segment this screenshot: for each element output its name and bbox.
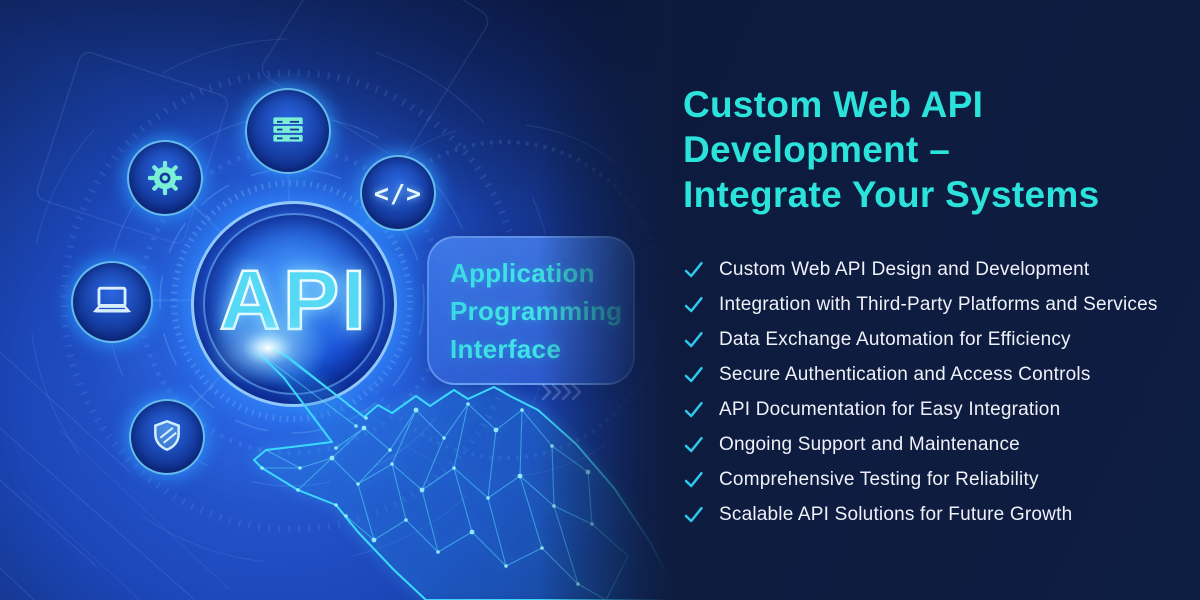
shield-node: [129, 399, 205, 475]
chevrons-icon: [541, 383, 582, 401]
list-item: Data Exchange Automation for Efficiency: [683, 322, 1183, 357]
check-icon: [684, 506, 703, 523]
heading-line: Custom Web API: [683, 84, 984, 125]
feature-list: Custom Web API Design and Development In…: [683, 252, 1183, 532]
list-item: Secure Authentication and Access Control…: [683, 357, 1183, 392]
hand-outline: [253, 345, 671, 600]
gear-node: [127, 140, 203, 216]
list-item: API Documentation for Easy Integration: [683, 392, 1183, 427]
shield-icon: [154, 419, 180, 452]
laptop-icon: [92, 286, 132, 313]
check-icon: [684, 296, 703, 313]
check-icon: [684, 366, 703, 383]
list-item: Integration with Third-Party Platforms a…: [683, 287, 1183, 322]
list-item: Custom Web API Design and Development: [683, 252, 1183, 287]
feature-label: Integration with Third-Party Platforms a…: [719, 293, 1158, 315]
code-node: </>: [360, 155, 436, 231]
check-icon: [684, 436, 703, 453]
list-item: Ongoing Support and Maintenance: [683, 427, 1183, 462]
heading-line: Integrate Your Systems: [683, 174, 1100, 215]
laptop-node: [71, 261, 153, 343]
caption-line: Application: [450, 257, 595, 288]
caption-line: Programming: [450, 295, 623, 326]
feature-label: API Documentation for Easy Integration: [719, 398, 1061, 420]
feature-label: Scalable API Solutions for Future Growth: [719, 503, 1073, 525]
wireframe-hand: [206, 308, 671, 600]
fingertip-glow: [242, 330, 294, 366]
code-slash-icon: </>: [373, 178, 423, 208]
page-title: Custom Web API Development – Integrate Y…: [683, 82, 1183, 217]
feature-label: Data Exchange Automation for Efficiency: [719, 328, 1071, 350]
gear-icon: [147, 160, 183, 196]
list-item: Scalable API Solutions for Future Growth: [683, 497, 1183, 532]
check-icon: [684, 471, 703, 488]
check-icon: [684, 261, 703, 278]
check-icon: [684, 331, 703, 348]
server-node: [245, 88, 331, 174]
feature-label: Comprehensive Testing for Reliability: [719, 468, 1039, 490]
list-item: Comprehensive Testing for Reliability: [683, 462, 1183, 497]
content-panel: Custom Web API Development – Integrate Y…: [683, 0, 1183, 532]
caption-line: Interface: [450, 333, 562, 364]
check-icon: [684, 401, 703, 418]
server-icon: [273, 117, 303, 142]
hero-illustration: Application Programming Interface API: [0, 0, 672, 600]
feature-label: Ongoing Support and Maintenance: [719, 433, 1020, 455]
api-caption-box: Application Programming Interface: [427, 236, 635, 385]
heading-line: Development –: [683, 129, 951, 170]
feature-label: Secure Authentication and Access Control…: [719, 363, 1091, 385]
feature-label: Custom Web API Design and Development: [719, 258, 1090, 280]
